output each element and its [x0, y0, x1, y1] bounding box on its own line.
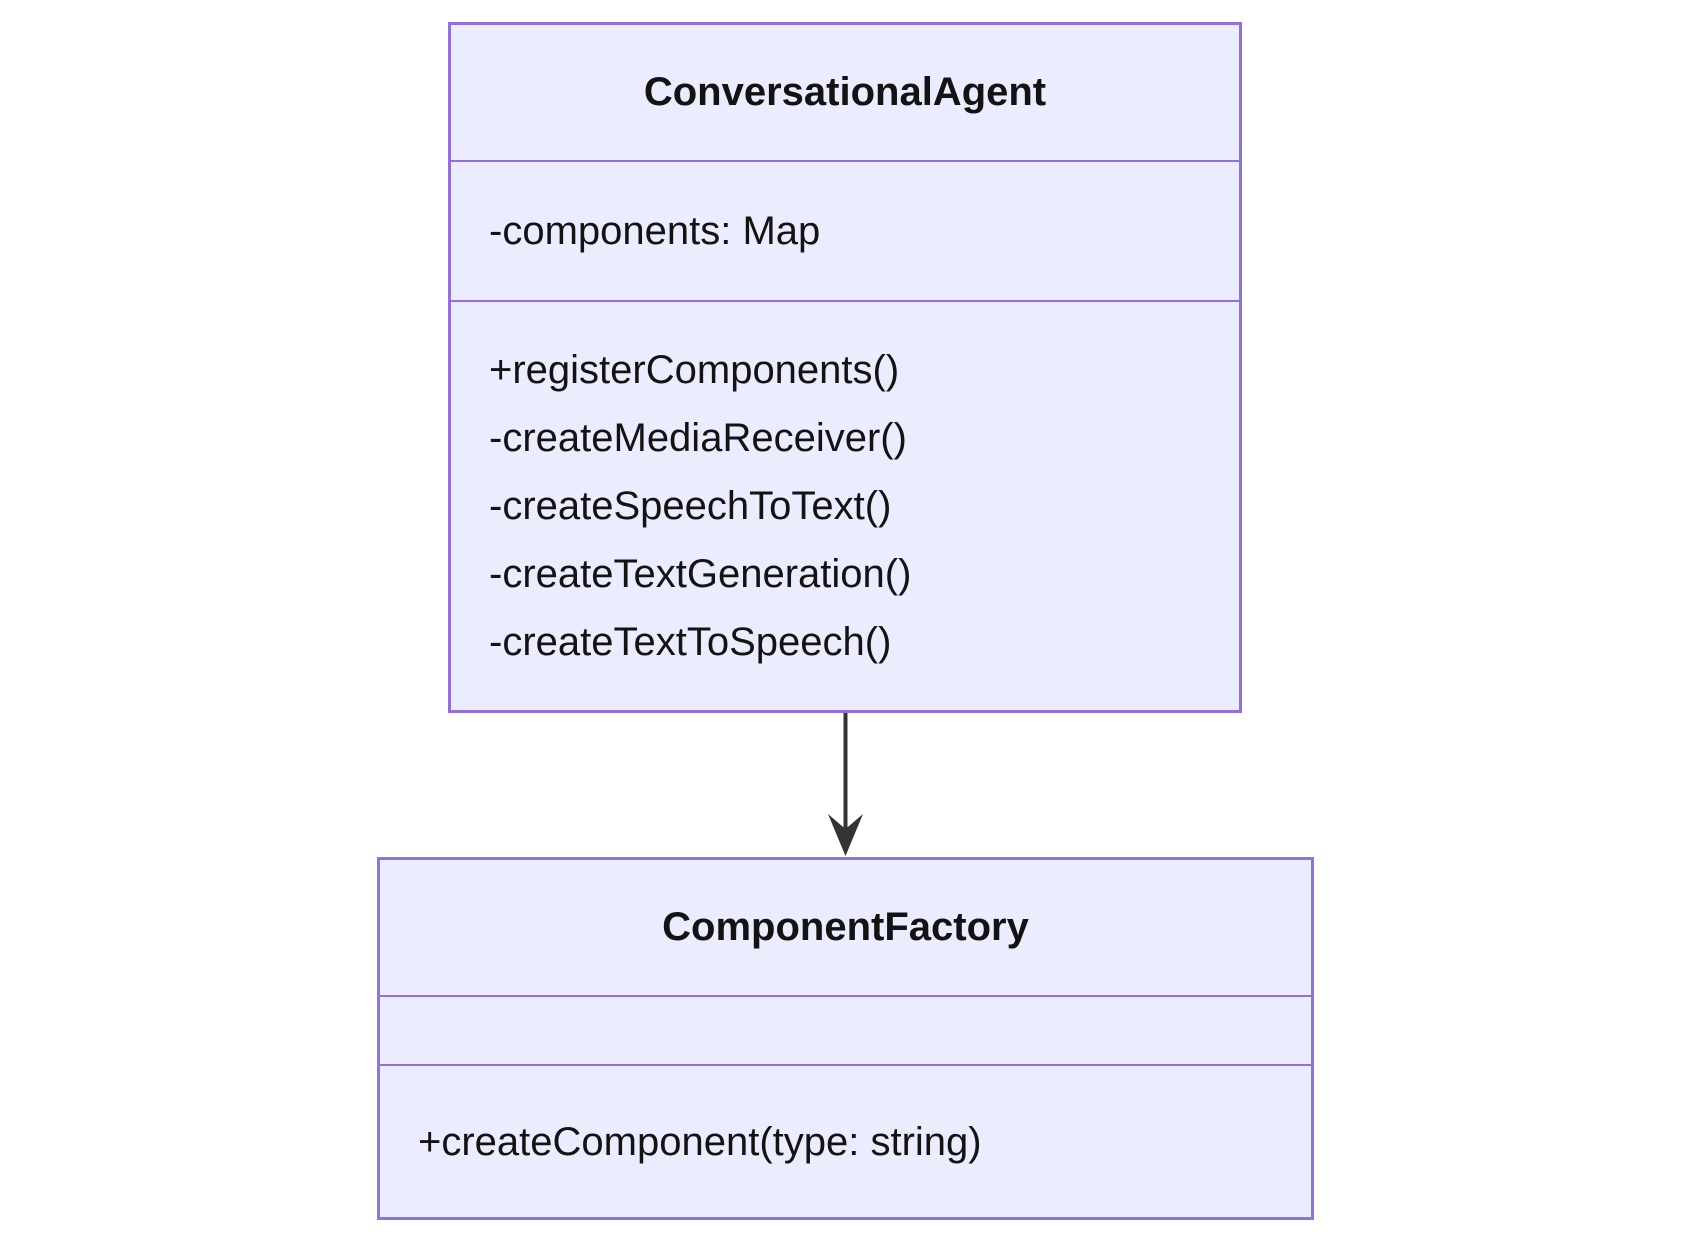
class-component-factory: ComponentFactory +createComponent(type: … [377, 857, 1314, 1220]
arrowhead-down-icon [828, 814, 863, 856]
dependency-arrow [828, 713, 863, 856]
class-methods-section: +createComponent(type: string) [380, 1064, 1311, 1217]
class-method: -createTextToSpeech() [489, 620, 892, 664]
class-attributes-section: -components: Map [451, 160, 1239, 300]
class-conversational-agent: ConversationalAgent -components: Map +re… [448, 22, 1242, 713]
class-title: ConversationalAgent [643, 70, 1047, 114]
class-method: -createTextGeneration() [489, 552, 912, 596]
class-method: +registerComponents() [489, 348, 900, 392]
class-attribute: -components: Map [489, 209, 821, 253]
class-method: +createComponent(type: string) [418, 1119, 982, 1164]
class-title: ComponentFactory [662, 905, 1029, 949]
class-methods-section: +registerComponents() -createMediaReceiv… [451, 300, 1239, 710]
class-method: -createSpeechToText() [489, 484, 892, 528]
class-method: -createMediaReceiver() [489, 416, 907, 460]
class-attributes-section-empty [380, 995, 1311, 1064]
